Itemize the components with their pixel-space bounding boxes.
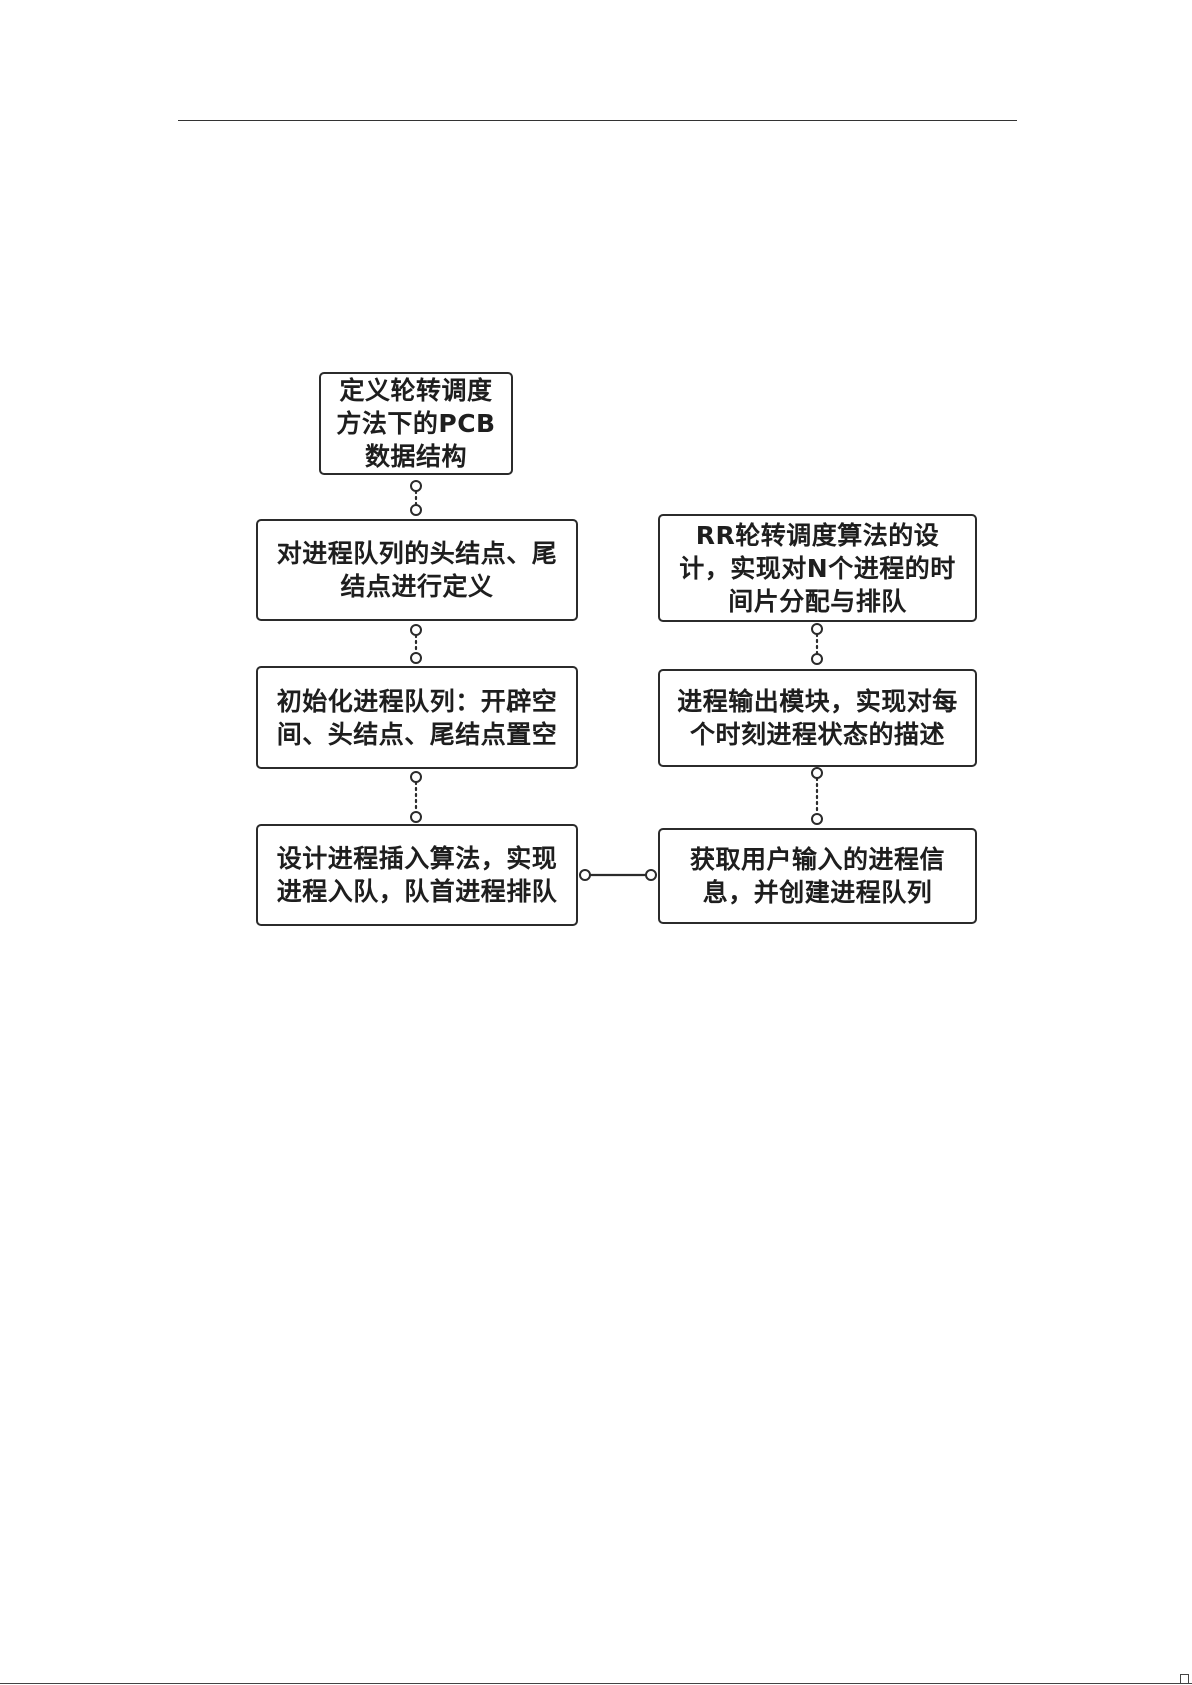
- connector-output-input-end-dot: [812, 814, 822, 824]
- box-text-line: 计，实现对N个进程的时: [679, 552, 955, 585]
- box-text-line: RR轮转调度算法的设: [679, 519, 955, 552]
- box-text-line: 定义轮转调度: [336, 374, 495, 407]
- connector-insert-input-end-dot: [646, 870, 656, 880]
- connector-define-init-start-dot: [411, 625, 421, 635]
- connector-define-init-end-dot: [411, 653, 421, 663]
- footer-rule: [0, 1683, 1192, 1684]
- box-text-line: 进程输出模块，实现对每: [677, 685, 958, 718]
- box-text-line: 间、头结点、尾结点置空: [277, 718, 558, 751]
- box-text-line: 初始化进程队列：开辟空: [277, 685, 558, 718]
- connector-pcb-define-start-dot: [411, 481, 421, 491]
- box-text-line: 获取用户输入的进程信: [690, 843, 945, 876]
- box-text-line: 息，并创建进程队列: [690, 876, 945, 909]
- flow-box-pcb-structure: 定义轮转调度 方法下的PCB 数据结构: [319, 372, 513, 475]
- connector-init-insert-end-dot: [411, 812, 421, 822]
- page-corner-mark: [1180, 1674, 1189, 1684]
- connector-rr-output-end-dot: [812, 654, 822, 664]
- connector-pcb-define-end-dot: [411, 505, 421, 515]
- box-text-line: 数据结构: [336, 440, 495, 473]
- connector-output-input-start-dot: [812, 768, 822, 778]
- connector-insert-input-start-dot: [580, 870, 590, 880]
- box-text-line: 方法下的PCB: [336, 407, 495, 440]
- flow-box-output-module: 进程输出模块，实现对每 个时刻进程状态的描述: [658, 669, 977, 767]
- flow-box-init-queue: 初始化进程队列：开辟空 间、头结点、尾结点置空: [256, 666, 578, 769]
- connector-init-insert-start-dot: [411, 772, 421, 782]
- box-text-line: 间片分配与排队: [679, 585, 955, 618]
- box-text-line: 进程入队，队首进程排队: [277, 875, 558, 908]
- flow-box-define-head-tail: 对进程队列的头结点、尾 结点进行定义: [256, 519, 578, 621]
- box-text-line: 个时刻进程状态的描述: [677, 718, 958, 751]
- box-text-line: 结点进行定义: [277, 570, 558, 603]
- flow-box-insert-algorithm: 设计进程插入算法，实现 进程入队，队首进程排队: [256, 824, 578, 926]
- connector-rr-output-start-dot: [812, 624, 822, 634]
- box-text-line: 设计进程插入算法，实现: [277, 842, 558, 875]
- flow-box-user-input: 获取用户输入的进程信 息，并创建进程队列: [658, 828, 977, 924]
- box-text-line: 对进程队列的头结点、尾: [277, 537, 558, 570]
- flow-box-rr-scheduling: RR轮转调度算法的设 计，实现对N个进程的时 间片分配与排队: [658, 514, 977, 622]
